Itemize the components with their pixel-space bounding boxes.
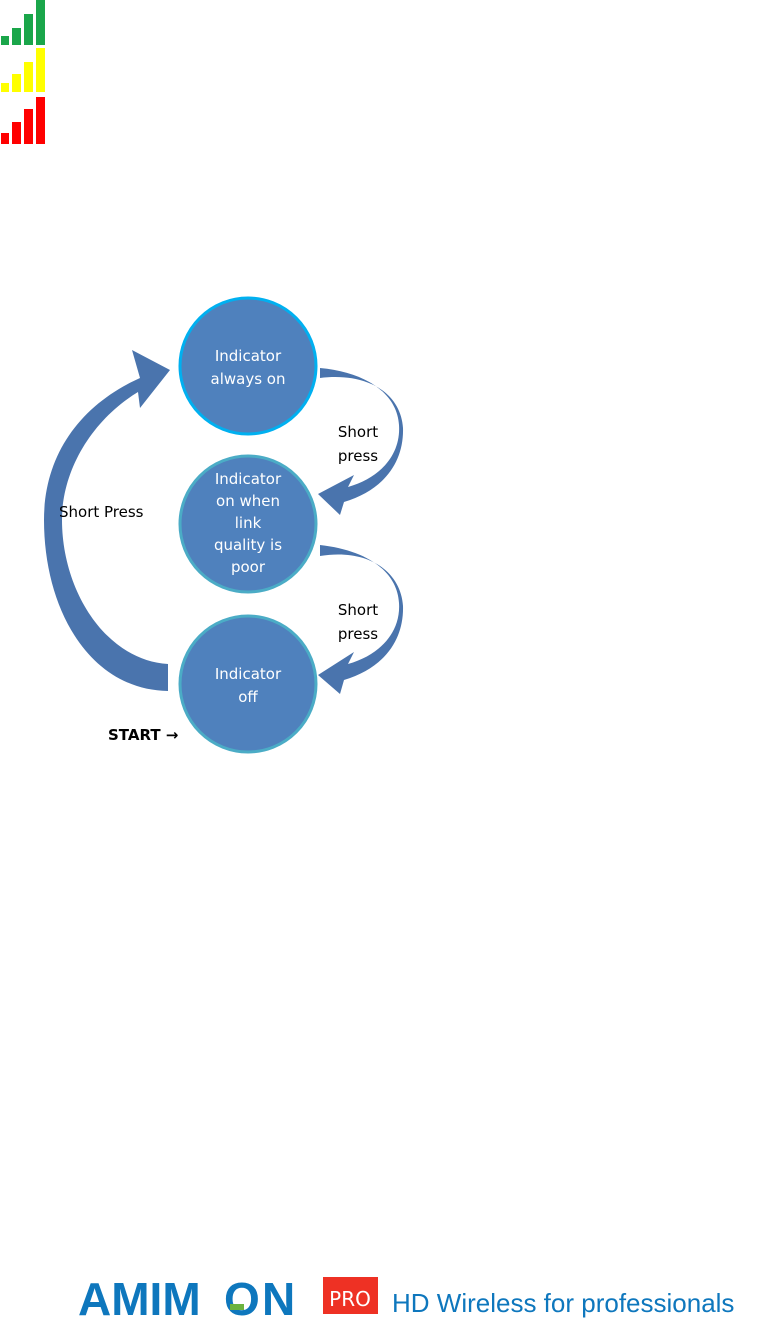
transition-2-line-1: Short — [338, 601, 378, 619]
state-poor-link-line-5: poor — [231, 558, 266, 576]
transition-1-line-1: Short — [338, 423, 378, 441]
logo-text-right: N — [262, 1273, 295, 1321]
state-poor-link-line-2: on when — [216, 492, 280, 510]
upper-arrow-shape — [318, 368, 403, 515]
state-off-line-2: off — [238, 688, 258, 706]
state-always-on: Indicator always on — [180, 298, 316, 434]
logo-text-o: O — [224, 1273, 260, 1321]
state-diagram: Indicator always on Indicator on when li… — [0, 0, 758, 800]
transition-2-line-2: press — [338, 625, 378, 643]
state-poor-link-line-1: Indicator — [215, 470, 282, 488]
logo-o-accent — [230, 1304, 244, 1310]
start-label: START → — [108, 726, 178, 744]
tagline: HD Wireless for professionals — [392, 1288, 734, 1318]
transition-1-line-2: press — [338, 447, 378, 465]
state-off: Indicator off — [180, 616, 316, 752]
pro-badge-text: PRO — [329, 1287, 371, 1311]
logo-text-left: AMIM — [78, 1273, 201, 1321]
amimon-logo: AMIM O N PRO — [78, 1273, 378, 1321]
state-always-on-line-2: always on — [211, 370, 286, 388]
transition-3-label: Short Press — [59, 503, 144, 521]
state-off-line-1: Indicator — [215, 665, 282, 683]
state-poor-link-line-3: link — [235, 514, 262, 532]
state-poor-link: Indicator on when link quality is poor — [180, 456, 316, 592]
lower-arrow-shape — [318, 545, 403, 694]
footer: AMIM O N PRO HD Wireless for professiona… — [0, 1260, 758, 1321]
state-poor-link-line-4: quality is — [214, 536, 282, 554]
state-always-on-line-1: Indicator — [215, 347, 282, 365]
